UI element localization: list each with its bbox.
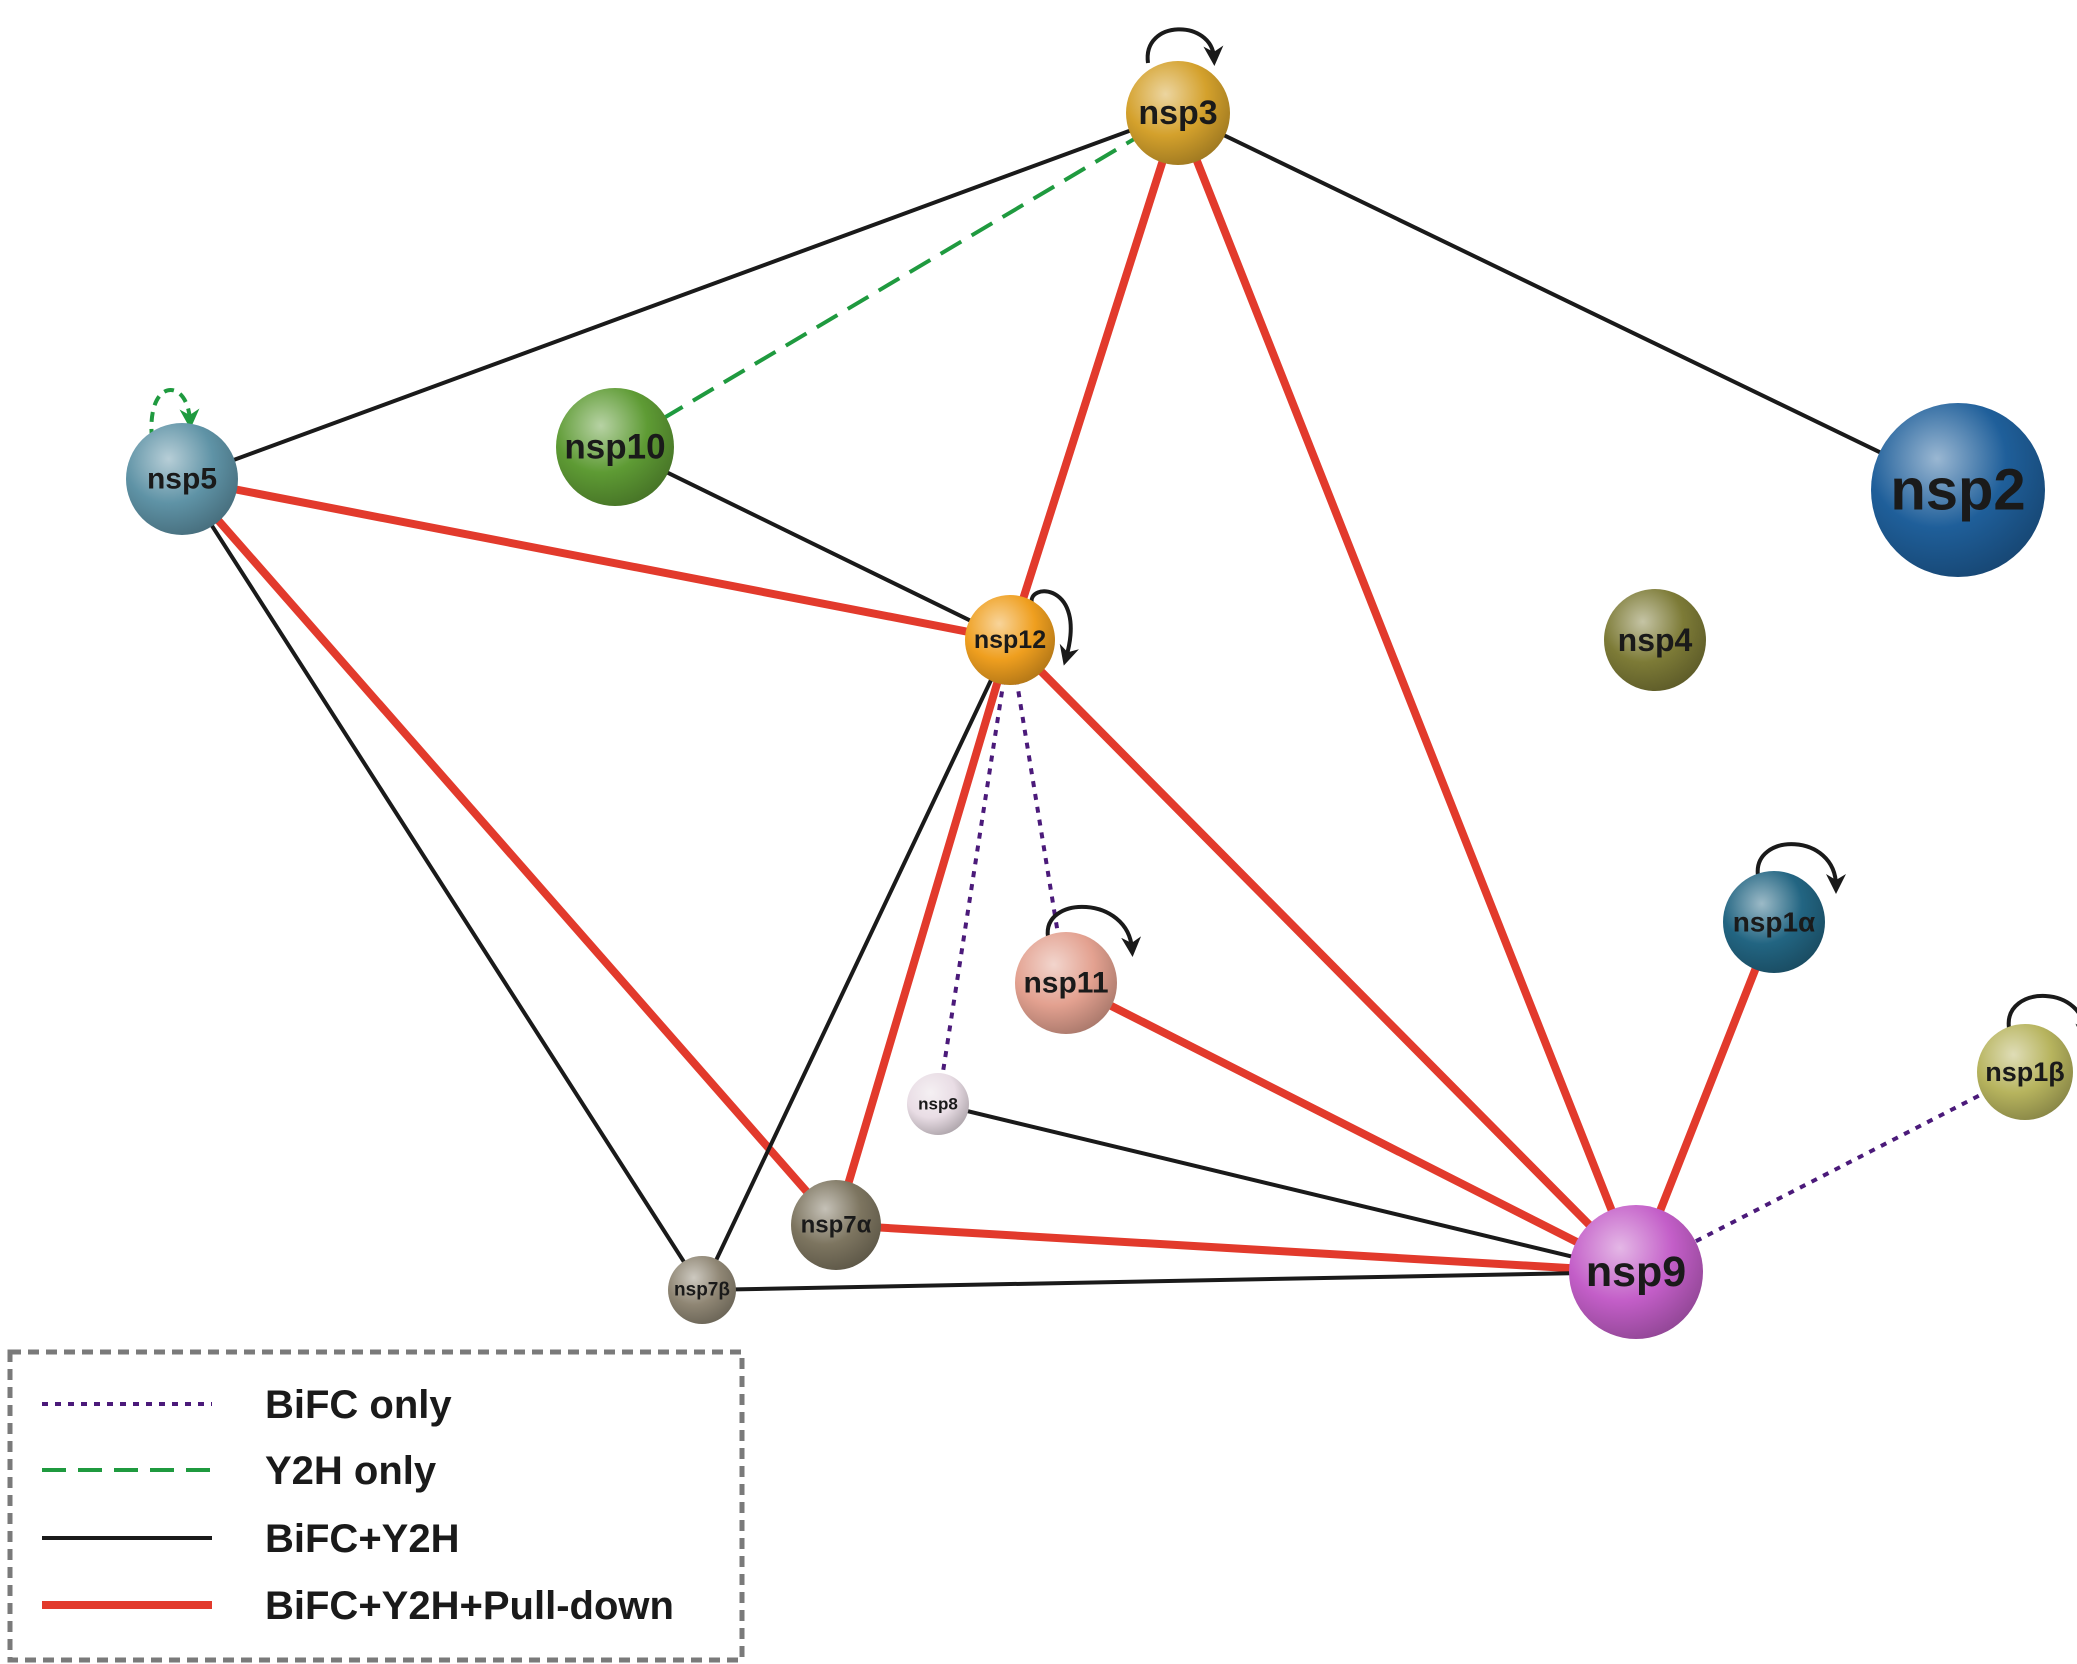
node-nsp4: nsp4 [1604, 589, 1706, 691]
self-loop-layer [149, 27, 2077, 1044]
node-circle [1723, 871, 1825, 973]
node-nsp7b: nsp7β [668, 1256, 736, 1324]
node-circle [556, 388, 674, 506]
node-circle [791, 1180, 881, 1270]
node-nsp12: nsp12 [965, 595, 1055, 685]
edge-nsp3-nsp9 [1174, 111, 1640, 1274]
legend-label-pulldown: BiFC+Y2H+Pull-down [265, 1584, 674, 1628]
node-nsp5: nsp5 [126, 423, 238, 535]
node-nsp1b: nsp1β [1977, 1024, 2073, 1120]
node-label: nsp12 [974, 626, 1046, 654]
edge-nsp10-nsp12 [614, 445, 1011, 642]
node-label: nsp8 [918, 1095, 958, 1114]
node-circle [965, 595, 1055, 685]
edge-nsp3-nsp5 [181, 111, 1179, 481]
node-nsp11: nsp11 [1015, 932, 1117, 1034]
edge-nsp12-nsp8 [936, 639, 1012, 1105]
edge-nsp8-nsp9 [937, 1102, 1637, 1274]
node-label: nsp7β [674, 1280, 730, 1301]
edge-nsp11-nsp9 [1064, 979, 1638, 1276]
node-circle [668, 1256, 736, 1324]
node-circle [907, 1073, 969, 1135]
self-loop-nsp5 [149, 387, 200, 440]
node-circle [1604, 589, 1706, 691]
node-label: nsp4 [1618, 622, 1693, 658]
node-nsp9: nsp9 [1569, 1205, 1703, 1339]
edge-nsp12-nsp9 [1007, 637, 1639, 1275]
node-label: nsp10 [564, 428, 665, 467]
node-label: nsp1α [1733, 907, 1816, 938]
node-circle [1977, 1024, 2073, 1120]
node-label: nsp2 [1890, 458, 2025, 523]
node-label: nsp5 [147, 463, 217, 496]
edge-nsp5-nsp7a [178, 476, 840, 1228]
node-nsp3: nsp3 [1126, 61, 1230, 165]
node-circle [1871, 403, 2045, 577]
node-label: nsp3 [1138, 94, 1217, 132]
node-label: nsp1β [1985, 1057, 2065, 1087]
self-loop-nsp12 [1029, 589, 1079, 666]
node-layer: nsp3 nsp2 nsp5 nsp10 nsp12 nsp4 nsp1α nsp11 nsp1… [126, 61, 2073, 1339]
self-loop-nsp11 [1045, 905, 1142, 957]
edge-layer [178, 111, 2026, 1292]
node-circle [126, 423, 238, 535]
legend-label-bifc-only: BiFC only [265, 1383, 452, 1427]
edge-nsp5-nsp7b [180, 477, 704, 1292]
legend-box [7, 1349, 745, 1663]
edge-nsp3-nsp10 [613, 111, 1180, 449]
node-circle [1569, 1205, 1703, 1339]
edge-nsp3-nsp2 [1177, 111, 1959, 492]
edge-nsp5-nsp12 [181, 475, 1011, 644]
node-nsp8: nsp8 [907, 1073, 969, 1135]
node-label: nsp7α [801, 1212, 872, 1239]
node-nsp2: nsp2 [1871, 403, 2045, 577]
self-loop-nsp1b [2006, 994, 2077, 1044]
node-nsp7a: nsp7α [791, 1180, 881, 1270]
node-nsp1a: nsp1α [1723, 871, 1825, 973]
self-loop-nsp3 [1145, 27, 1224, 66]
edge-nsp7b-nsp9 [701, 1270, 1637, 1292]
edge-nsp12-nsp7a [832, 638, 1014, 1227]
legend: BiFC only Y2H only BiFC+Y2H BiFC+Y2H+Pul… [7, 1349, 745, 1663]
edge-nsp7a-nsp9 [835, 1221, 1637, 1276]
legend-label-y2h-only: Y2H only [265, 1449, 437, 1493]
edge-nsp12-nsp7b [700, 639, 1012, 1291]
edge-nsp1b-nsp9 [1635, 1070, 2026, 1274]
self-loop-nsp1a [1755, 842, 1846, 894]
node-circle [1126, 61, 1230, 165]
edge-nsp3-nsp12 [1006, 111, 1182, 642]
legend-label-bifc-y2h: BiFC+Y2H [265, 1517, 460, 1561]
edge-nsp12-nsp11 [1008, 639, 1068, 984]
node-label: nsp11 [1023, 967, 1108, 1000]
node-nsp10: nsp10 [556, 388, 674, 506]
node-label: nsp9 [1586, 1248, 1686, 1296]
node-circle [1015, 932, 1117, 1034]
